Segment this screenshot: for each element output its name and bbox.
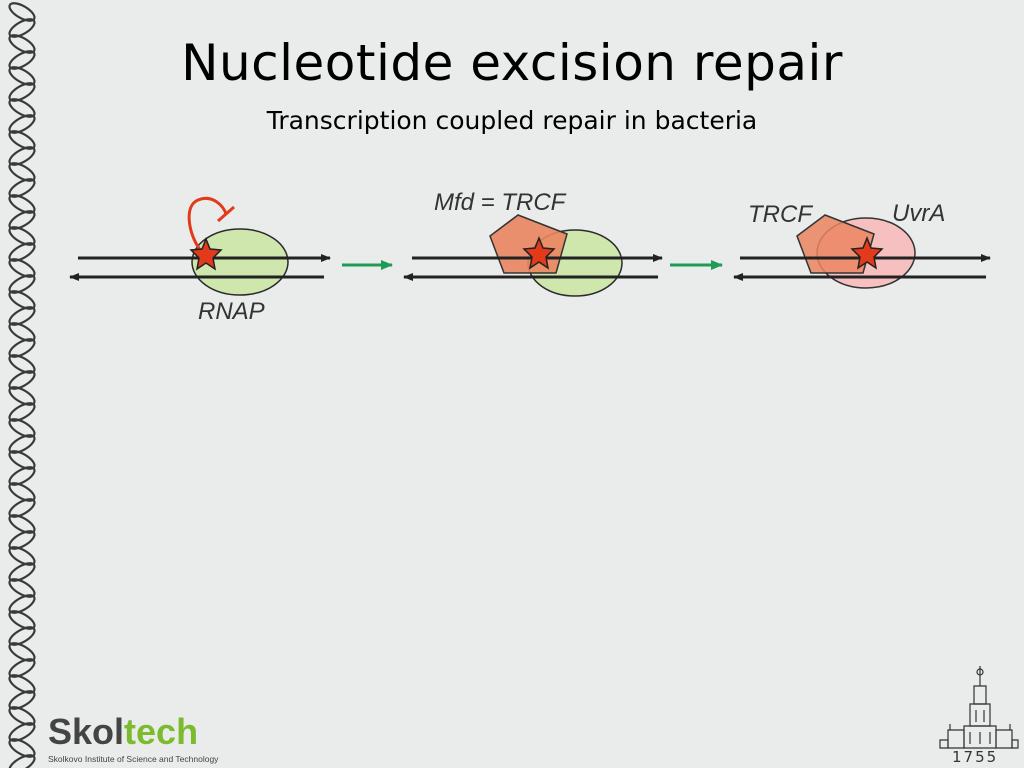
panel-mfd-recruited: Mfd = TRCF: [403, 189, 663, 297]
slide-subtitle: Transcription coupled repair in bacteria: [266, 106, 758, 135]
logo-tagline: Skolkovo Institute of Science and Techno…: [48, 754, 219, 764]
mfd-trcf-label: Mfd = TRCF: [434, 189, 567, 216]
university-building-icon: [939, 666, 1019, 749]
skoltech-logo: Skoltech Skolkovo Institute of Science a…: [44, 712, 218, 766]
panel-rnap-stalled: RNAP: [69, 197, 331, 325]
panel-uvra-recruited: TRCF UvrA: [733, 200, 991, 289]
trcf-label: TRCF: [748, 201, 813, 228]
lesion-star-icon: [522, 235, 556, 270]
lesion-star-icon: [850, 235, 884, 270]
emblem-year: 1755: [952, 748, 999, 766]
slide-title: Nucleotide excision repair: [181, 34, 843, 92]
stall-inhibition-arrow: [187, 197, 228, 251]
rnap-label: RNAP: [198, 298, 265, 325]
trcf-pentagon: [489, 214, 568, 274]
uvra-label: UvrA: [892, 200, 945, 227]
chain-border-icon: [8, 2, 36, 768]
logo-wordmark-part1: Skol: [48, 711, 125, 752]
stall-inhibition-bar: [217, 205, 235, 223]
lesion-star-icon: [189, 236, 223, 271]
logo-wordmark-part2: tech: [124, 711, 199, 752]
